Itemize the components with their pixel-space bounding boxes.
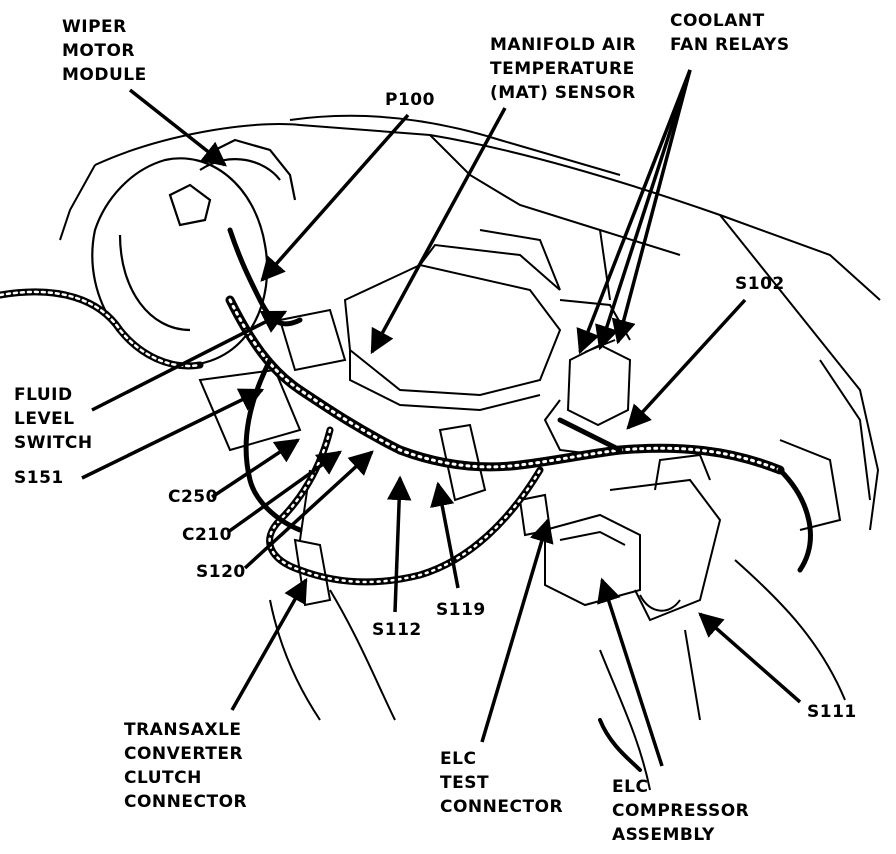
arrow-coolant-relay-3 — [611, 69, 692, 345]
label-elc-test-connector: ELC TEST CONNECTOR — [440, 749, 564, 817]
leader-arrows — [81, 69, 802, 767]
arrow-c250 — [211, 438, 301, 499]
label-transaxle-converter-clutch-connector: TRANSAXLE CONVERTER CLUTCH CONNECTOR — [124, 720, 248, 812]
label-s151: S151 — [14, 468, 64, 488]
label-s120: S120 — [196, 562, 246, 582]
engine-components — [198, 229, 631, 502]
label-coolant-fan-relays: COOLANT FAN RELAYS — [670, 11, 790, 55]
fender-and-strut — [269, 439, 846, 791]
arrow-p100 — [260, 113, 410, 282]
label-c250: C250 — [168, 487, 218, 507]
arrow-elc-test-connector — [480, 517, 554, 743]
main-wire-harness — [0, 227, 813, 772]
arrow-s120 — [243, 450, 374, 570]
label-fluid-level-switch: FLUID LEVEL SWITCH — [14, 385, 93, 453]
arrow-coolant-relay-1 — [576, 69, 692, 355]
label-mat-sensor: MANIFOLD AIR TEMPERATURE (MAT) SENSOR — [490, 35, 637, 103]
arrow-transaxle-connector — [230, 577, 308, 711]
arrow-s151 — [81, 388, 265, 480]
coolant-fan-relays-drawing — [543, 339, 632, 456]
label-c210: C210 — [182, 525, 232, 545]
elc-compressor-drawing — [518, 453, 722, 622]
arrow-fluid-level-switch — [91, 310, 288, 412]
label-s119: S119 — [436, 600, 486, 620]
arrow-s119 — [430, 481, 460, 589]
label-wiper-motor-module: WIPER MOTOR MODULE — [62, 17, 147, 85]
arrow-coolant-relay-2 — [595, 69, 692, 351]
arrow-wiper-motor-module — [128, 88, 227, 167]
label-s112: S112 — [372, 620, 422, 640]
arrow-elc-compressor — [597, 577, 664, 767]
label-s111: S111 — [807, 702, 857, 722]
vehicle-body-outline — [59, 114, 881, 531]
label-p100: P100 — [385, 90, 435, 110]
arrow-mat-sensor — [370, 107, 507, 355]
label-elc-compressor-assembly: ELC COMPRESSOR ASSEMBLY — [612, 777, 750, 845]
arrow-s102 — [626, 298, 747, 430]
arrow-c210 — [226, 450, 342, 534]
label-s102: S102 — [735, 274, 785, 294]
arrow-s111 — [698, 612, 802, 704]
arrow-s112 — [386, 475, 412, 613]
